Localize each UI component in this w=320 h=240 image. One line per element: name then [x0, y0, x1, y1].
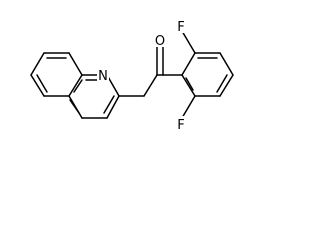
bond-c3-c3a-double [103, 95, 115, 114]
bond-ring-c3-c4 [219, 52, 234, 76]
bond-ring-c1-c2 [181, 52, 196, 76]
bond-c4-c4a-double [69, 99, 80, 114]
bond-c4a-c8a [68, 74, 83, 97]
bond-ch2-carbonyl [143, 74, 158, 97]
bond-ring-f-bottom [181, 95, 196, 119]
fluorine-atom-top: F [177, 20, 184, 35]
bond-c6-c5 [30, 74, 45, 97]
bonds-group [30, 30, 234, 119]
fluorine-bottom-label: F [175, 116, 187, 133]
bond-ring-c4-c5-double [216, 74, 228, 93]
nitrogen-label: N [97, 67, 109, 84]
atom-labels-group: N O F F [97, 18, 187, 133]
bond-c4a-c8a-double [73, 79, 83, 93]
bond-c8a-c8 [68, 52, 83, 76]
bond-c2-c3 [106, 95, 120, 119]
bond-ring-f-top [181, 30, 196, 54]
bond-c6-c5-double [36, 74, 48, 93]
oxygen-atom: O [155, 34, 165, 49]
nitrogen-atom: N [98, 69, 108, 84]
molecule-structure-canvas: N O F F [30, 18, 234, 133]
oxygen-label: O [154, 32, 166, 49]
fluorine-atom-bottom: F [177, 118, 184, 133]
fluorine-top-label: F [175, 18, 187, 35]
bond-ring-c6-c1-double [185, 77, 194, 91]
bond-ring-c6-c1 [181, 74, 196, 97]
bond-ring-c4-c5 [219, 74, 234, 97]
bond-c7-c6 [30, 52, 45, 76]
